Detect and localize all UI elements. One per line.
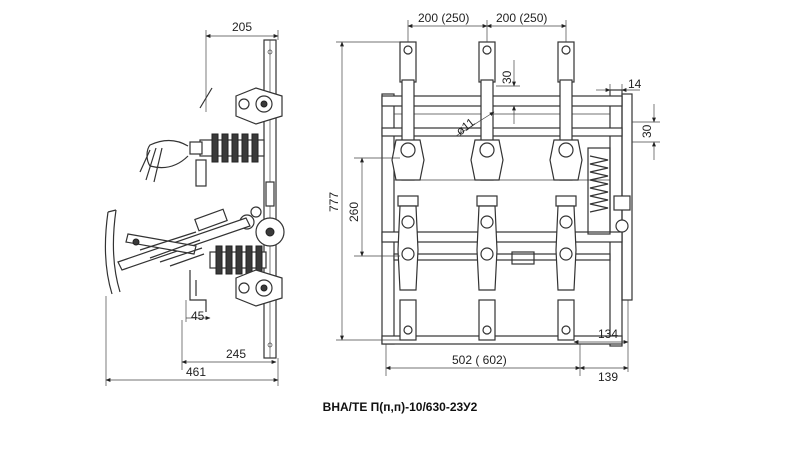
spring-mechanism — [587, 147, 631, 235]
dim-260: 260 — [347, 202, 361, 222]
lower-crossbar — [381, 231, 623, 243]
dim-205: 205 — [232, 20, 252, 34]
upper-insulator — [189, 133, 265, 163]
dim-777: 777 — [327, 192, 341, 212]
pole-2 — [470, 41, 504, 341]
side-view: 205 45 245 461 — [104, 20, 285, 386]
dim-45: 45 — [191, 309, 205, 323]
dim-245: 245 — [226, 347, 246, 361]
top-crossbar — [381, 95, 623, 107]
dim-30-top: 30 — [500, 70, 514, 84]
earthing-arc — [104, 211, 113, 295]
dim-pitch-1: 200 (250) — [418, 11, 469, 25]
dim-139: 139 — [598, 370, 618, 384]
lower-insulator — [209, 245, 267, 275]
pole-1 — [391, 41, 425, 341]
drawing-title: ВНА/ТЕ П(п,п)-10/630-23У2 — [322, 400, 478, 414]
dim-30-right: 30 — [640, 124, 654, 138]
pole-3 — [549, 41, 583, 341]
upper-contact — [146, 140, 189, 169]
front-view: 200 (250) 200 (250) 30 ø11 14 30 777 260 — [327, 11, 660, 384]
dim-14: 14 — [628, 77, 642, 91]
bottom-crossbar — [381, 335, 623, 345]
nameplate — [511, 251, 535, 265]
dim-pitch-2: 200 (250) — [496, 11, 547, 25]
dim-502: 502 ( 602) — [452, 353, 507, 367]
dim-461: 461 — [186, 365, 206, 379]
dim-134: 134 — [598, 327, 618, 341]
